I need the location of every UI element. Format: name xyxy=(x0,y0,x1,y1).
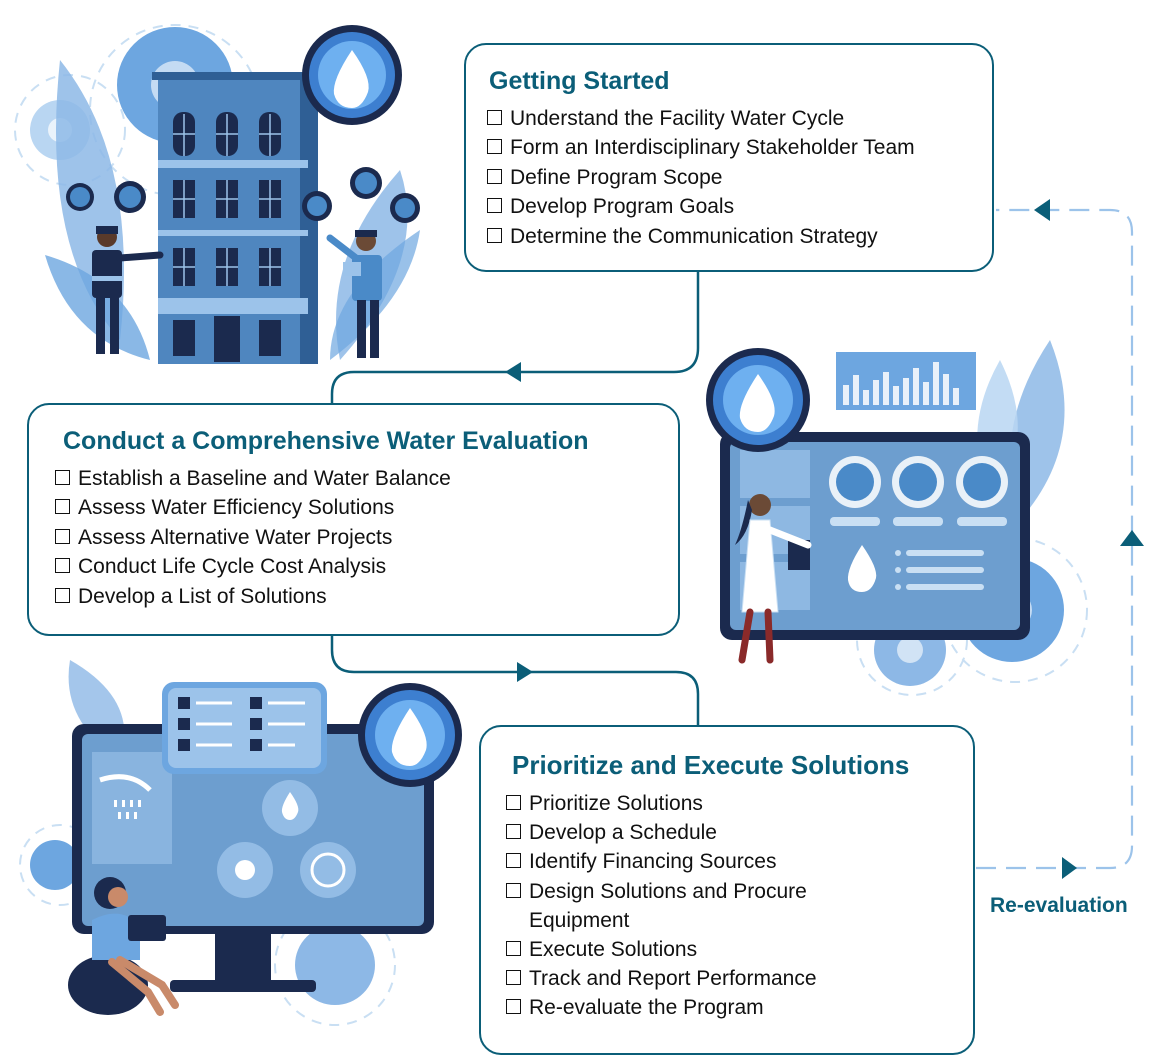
checklist-item: Develop a Schedule xyxy=(505,818,973,847)
checkbox-icon[interactable] xyxy=(487,198,502,214)
checkbox-icon[interactable] xyxy=(506,853,521,869)
reevaluation-loop xyxy=(976,208,1134,870)
checkbox-icon[interactable] xyxy=(506,795,521,810)
checkbox-icon[interactable] xyxy=(487,227,502,243)
monitor-woman-laptop-illustration xyxy=(19,660,462,1026)
checkbox-icon[interactable] xyxy=(55,470,70,485)
dashboard-scientist-illustration xyxy=(706,340,1088,696)
checklist-item: Establish a Baseline and Water Balance xyxy=(54,464,678,493)
checklist-item: Define Program Scope xyxy=(486,163,992,192)
checklist-item: Conduct Life Cycle Cost Analysis xyxy=(54,552,678,581)
water-evaluation-checklist: Establish a Baseline and Water Balance A… xyxy=(54,464,678,611)
checklist-item: Determine the Communication Strategy xyxy=(486,222,992,251)
checklist-item: Re-evaluate the Program xyxy=(505,993,973,1022)
flow-arrow-right xyxy=(517,662,533,682)
checklist-item-label: Conduct Life Cycle Cost Analysis xyxy=(78,555,387,579)
checklist-item-label: Develop a List of Solutions xyxy=(78,584,327,608)
getting-started-checklist: Understand the Facility Water Cycle Form… xyxy=(486,104,992,251)
checklist-item: Develop a List of Solutions xyxy=(54,582,678,611)
checkbox-icon[interactable] xyxy=(506,970,521,986)
checkbox-icon[interactable] xyxy=(487,139,502,155)
checkbox-icon[interactable] xyxy=(506,882,521,898)
getting-started-box: Getting Started Understand the Facility … xyxy=(464,43,994,272)
checklist-item: Execute Solutions xyxy=(505,935,973,964)
checklist-item-label: Design Solutions and Procure Equipment xyxy=(529,879,807,932)
checkbox-icon[interactable] xyxy=(506,824,521,840)
building-with-workers-illustration xyxy=(14,24,420,364)
checklist-item-label: Execute Solutions xyxy=(529,938,698,962)
getting-started-title: Getting Started xyxy=(489,67,670,95)
checklist-item-label: Re-evaluate the Program xyxy=(529,996,764,1020)
checkbox-icon[interactable] xyxy=(506,941,521,957)
checkbox-icon[interactable] xyxy=(506,999,521,1015)
checklist-item-label: Assess Alternative Water Projects xyxy=(78,525,393,549)
checklist-item-label: Form an Interdisciplinary Stakeholder Te… xyxy=(510,136,915,160)
checklist-item: Develop Program Goals xyxy=(486,192,992,221)
water-evaluation-box: Conduct a Comprehensive Water Evaluation… xyxy=(27,403,680,636)
checkbox-icon[interactable] xyxy=(55,528,70,544)
checklist-item-label: Prioritize Solutions xyxy=(529,792,703,815)
checklist-item: Prioritize Solutions xyxy=(505,789,973,818)
checklist-item-label: Assess Water Efficiency Solutions xyxy=(78,496,395,520)
checklist-item: Form an Interdisciplinary Stakeholder Te… xyxy=(486,133,992,162)
reeval-arrow-right xyxy=(1062,857,1077,879)
reeval-arrow-up xyxy=(1120,530,1144,546)
checklist-item-label: Understand the Facility Water Cycle xyxy=(510,107,845,130)
execute-solutions-box: Prioritize and Execute Solutions Priorit… xyxy=(479,725,975,1055)
water-evaluation-title: Conduct a Comprehensive Water Evaluation xyxy=(63,427,589,455)
checklist-item-label: Develop Program Goals xyxy=(510,195,735,219)
checklist-item-label: Develop a Schedule xyxy=(529,821,717,845)
checklist-item-label: Identify Financing Sources xyxy=(529,850,777,874)
checkbox-icon[interactable] xyxy=(55,587,70,603)
checklist-item: Design Solutions and Procure Equipment xyxy=(505,877,859,935)
checklist-item-label: Track and Report Performance xyxy=(529,967,817,991)
execute-solutions-checklist: Prioritize Solutions Develop a Schedule … xyxy=(505,789,973,1023)
checklist-item-label: Define Program Scope xyxy=(510,165,723,189)
checklist-item: Assess Alternative Water Projects xyxy=(54,523,678,552)
checkbox-icon[interactable] xyxy=(487,168,502,184)
checklist-item-label: Establish a Baseline and Water Balance xyxy=(78,467,451,490)
checklist-item: Identify Financing Sources xyxy=(505,847,973,876)
checklist-item-label: Determine the Communication Strategy xyxy=(510,224,878,248)
checkbox-icon[interactable] xyxy=(55,499,70,515)
checklist-item: Assess Water Efficiency Solutions xyxy=(54,493,678,522)
execute-solutions-title: Prioritize and Execute Solutions xyxy=(512,750,910,780)
checklist-item: Understand the Facility Water Cycle xyxy=(486,104,992,133)
checklist-item: Track and Report Performance xyxy=(505,964,973,993)
checkbox-icon[interactable] xyxy=(55,558,70,574)
reeval-arrow-left xyxy=(1034,199,1050,221)
checkbox-icon[interactable] xyxy=(487,110,502,125)
reevaluation-label: Re-evaluation xyxy=(990,894,1128,917)
flow-arrow-left xyxy=(505,362,521,382)
